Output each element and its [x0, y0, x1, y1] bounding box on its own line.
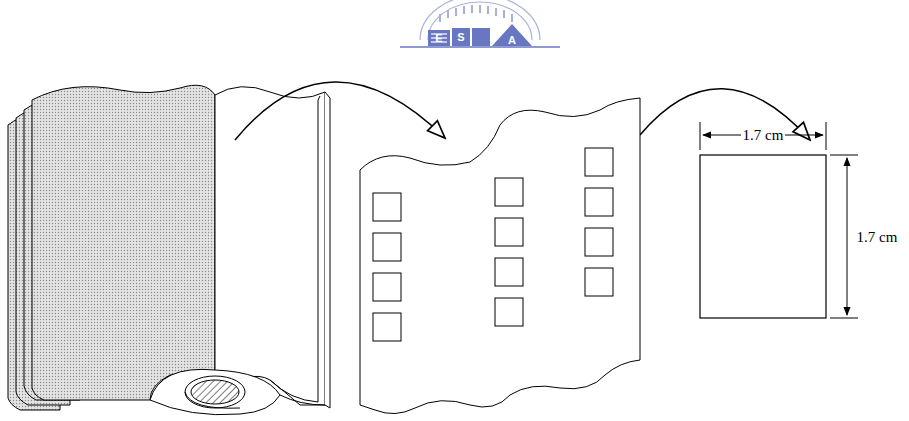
cut-square: [373, 273, 401, 301]
logo-letter: E: [435, 33, 442, 44]
cut-square: [585, 148, 613, 176]
cut-square: [585, 188, 613, 216]
transfer-arrow: [235, 82, 445, 140]
watermark-logo: [400, 0, 560, 47]
cut-square: [495, 298, 523, 326]
cut-square: [585, 228, 613, 256]
cut-square: [373, 313, 401, 341]
cut-square: [495, 218, 523, 246]
cut-square: [373, 193, 401, 221]
dimension-lines: [700, 122, 858, 318]
dimension-label: 1.7 cm: [741, 128, 786, 143]
cut-square: [495, 178, 523, 206]
logo-letter: S: [457, 32, 464, 43]
dimension-label: 1.7 cm: [857, 230, 898, 245]
cut-square: [373, 148, 613, 341]
cut-square: [373, 233, 401, 261]
cut-square: [495, 258, 523, 286]
sample-square: [700, 155, 826, 318]
logo-letter: A: [508, 35, 516, 46]
cut-square: [585, 268, 613, 296]
film-roll: [8, 85, 330, 415]
film-sheet: [360, 98, 640, 414]
